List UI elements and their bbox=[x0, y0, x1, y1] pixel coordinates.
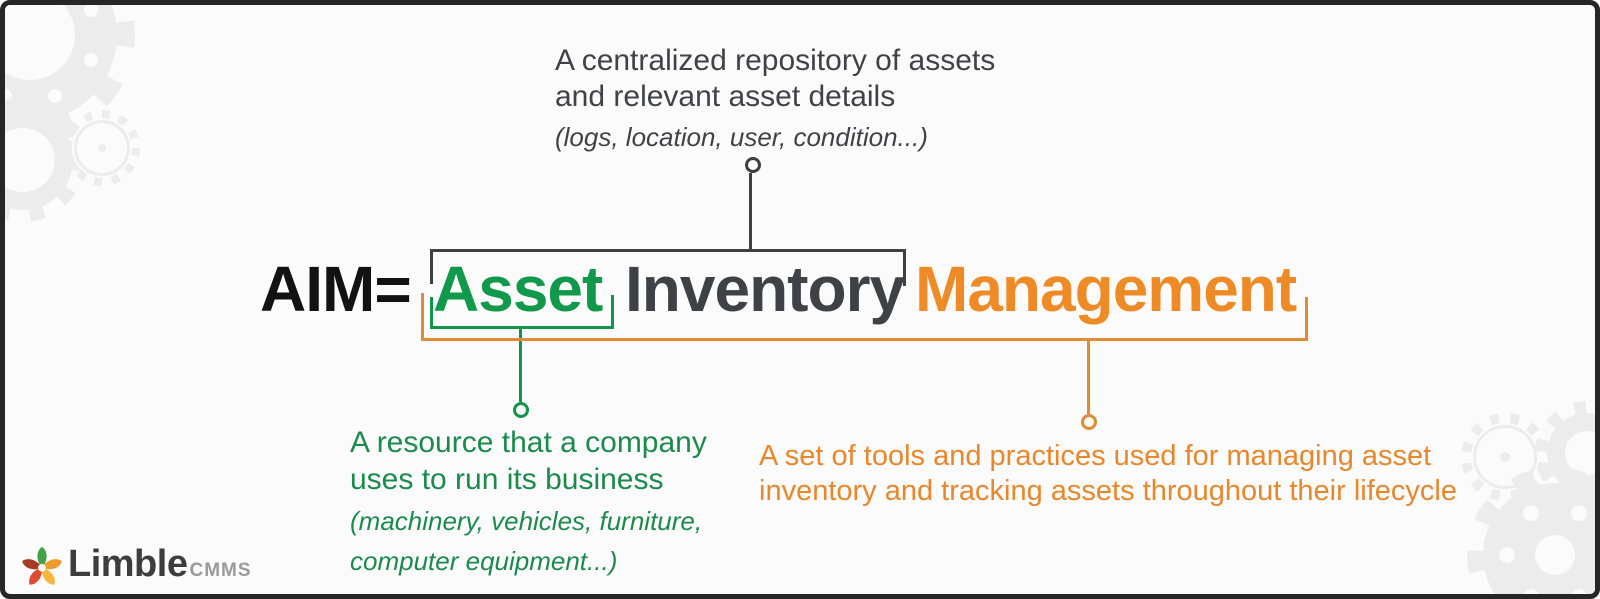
inventory-callout-line2: and relevant asset details bbox=[555, 80, 896, 113]
limble-logo-suffix: CMMS bbox=[189, 560, 252, 581]
limble-pinwheel-icon bbox=[22, 546, 62, 585]
headline-management: Management bbox=[915, 253, 1297, 325]
management-callout-line2: inventory and tracking assets throughout… bbox=[759, 475, 1457, 507]
limble-logo-brand: Limble bbox=[68, 543, 188, 585]
inventory-callout-line1: A centralized repository of assets bbox=[555, 44, 996, 77]
management-bracket-bottom bbox=[421, 338, 1308, 341]
gear-icon bbox=[5, 84, 99, 236]
inventory-bracket-top bbox=[430, 249, 906, 252]
asset-bracket-left-tick bbox=[430, 297, 433, 329]
management-bracket-right-tick bbox=[1305, 297, 1308, 341]
headline-aim: AIM= bbox=[260, 253, 412, 325]
inventory-bracket-right-tick bbox=[903, 249, 906, 286]
inventory-connector-stem bbox=[749, 173, 752, 252]
asset-callout: A resource that a company uses to run it… bbox=[350, 424, 707, 578]
management-connector-stem bbox=[1087, 341, 1090, 414]
asset-callout-examples-line2: computer equipment...) bbox=[350, 546, 618, 576]
inventory-callout: A centralized repository of assets and r… bbox=[555, 43, 995, 155]
gear-icon bbox=[64, 110, 140, 186]
inventory-bracket-left-tick bbox=[430, 249, 433, 284]
management-callout: A set of tools and practices used for ma… bbox=[759, 439, 1457, 509]
asset-callout-line2: uses to run its business bbox=[350, 463, 664, 496]
inventory-callout-examples: (logs, location, user, condition...) bbox=[555, 122, 928, 152]
asset-callout-examples-line1: (machinery, vehicles, furniture, bbox=[350, 506, 703, 536]
asset-bracket-right-tick bbox=[611, 295, 614, 329]
management-callout-line1: A set of tools and practices used for ma… bbox=[759, 440, 1432, 472]
asset-connector-stem bbox=[519, 329, 522, 402]
inventory-connector-node bbox=[745, 157, 761, 173]
asset-callout-line1: A resource that a company bbox=[350, 426, 707, 459]
management-bracket-left-tick bbox=[421, 293, 424, 341]
asset-bracket-bottom bbox=[430, 326, 614, 329]
asset-connector-node bbox=[513, 402, 529, 418]
management-connector-node bbox=[1081, 414, 1097, 430]
gear-icon bbox=[1458, 458, 1595, 594]
headline-inventory: Inventory bbox=[625, 253, 905, 325]
headline-asset: Asset bbox=[433, 253, 603, 325]
